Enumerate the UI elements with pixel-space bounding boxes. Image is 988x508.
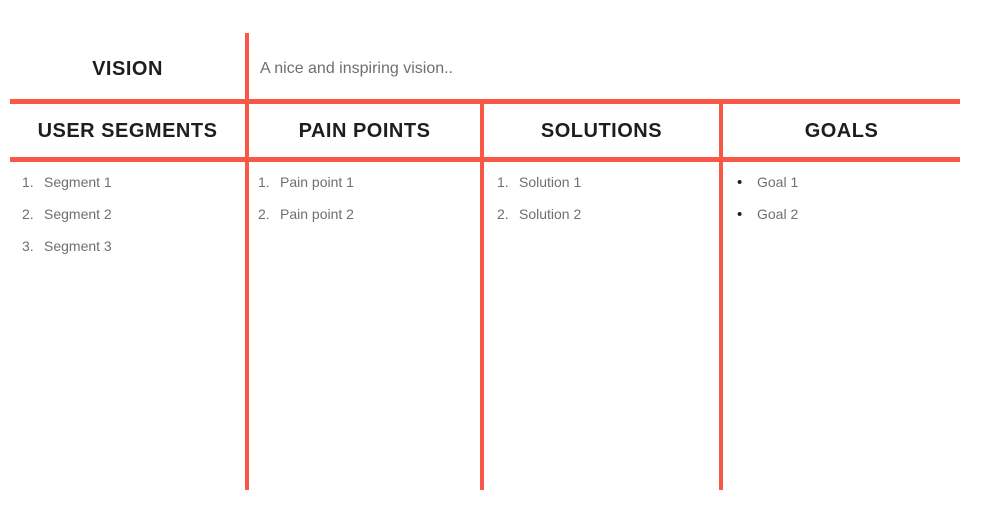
column-header-solutions: SOLUTIONS [540,120,663,142]
list-item-label: Pain point 2 [280,206,354,222]
list-item-number: 1. [497,174,509,190]
vision-label: VISION [92,58,163,80]
user-segments-list: 1. Segment 1 2. Segment 2 3. Segment 3 [22,174,112,270]
bullet-icon: • [737,206,743,223]
list-item: • Goal 1 [737,174,798,191]
list-item-label: Goal 1 [757,174,799,190]
list-item-label: Segment 2 [44,206,112,222]
solutions-list: 1. Solution 1 2. Solution 2 [497,174,581,238]
list-item: • Goal 2 [737,206,798,223]
list-item-label: Goal 2 [757,206,799,222]
horizontal-divider-header [10,157,960,162]
list-item-label: Segment 1 [44,174,112,190]
list-item-label: Segment 3 [44,238,112,254]
list-item: 3. Segment 3 [22,238,112,255]
list-item: 1. Solution 1 [497,174,581,191]
pain-points-list: 1. Pain point 1 2. Pain point 2 [258,174,354,238]
list-item-number: 2. [22,206,34,222]
list-item-number: 2. [258,206,270,222]
goals-list: • Goal 1 • Goal 2 [737,174,798,238]
column-header-user-segments: USER SEGMENTS [37,120,218,142]
column-header-goals: GOALS [804,120,879,142]
list-item: 2. Segment 2 [22,206,112,223]
list-item: 2. Pain point 2 [258,206,354,223]
list-item-number: 1. [258,174,270,190]
list-item-number: 3. [22,238,34,254]
list-item-label: Pain point 1 [280,174,354,190]
vertical-divider-painpoints-solutions [480,99,484,490]
list-item-label: Solution 1 [519,174,582,190]
column-header-pain-points: PAIN POINTS [298,120,431,142]
list-item-label: Solution 2 [519,206,582,222]
list-item: 1. Pain point 1 [258,174,354,191]
list-item-number: 2. [497,206,509,222]
bullet-icon: • [737,174,743,191]
vertical-divider-solutions-goals [719,99,723,490]
list-item: 1. Segment 1 [22,174,112,191]
vertical-divider-vision [245,33,249,490]
list-item: 2. Solution 2 [497,206,581,223]
vision-statement: A nice and inspiring vision.. [260,60,453,77]
horizontal-divider-top [10,99,960,104]
list-item-number: 1. [22,174,34,190]
